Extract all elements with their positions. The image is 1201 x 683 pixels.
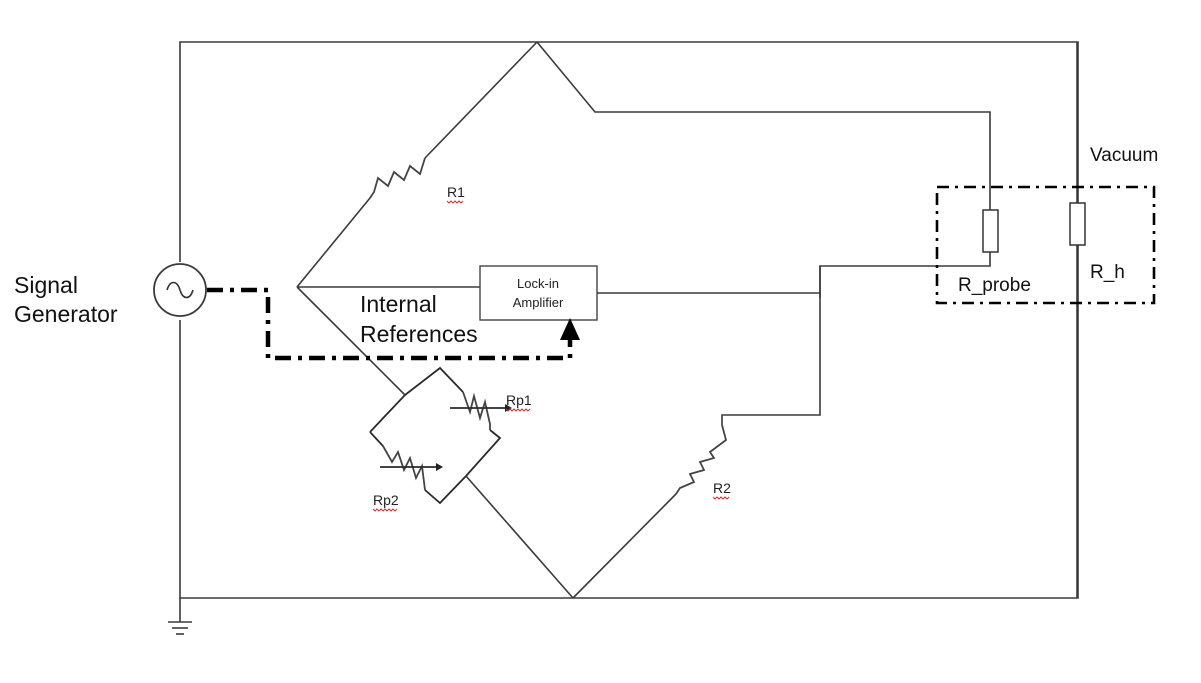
spellcheck-underlines bbox=[372, 200, 730, 512]
signal-generator-label-line2: Generator bbox=[14, 301, 118, 327]
r-h-resistor bbox=[1069, 42, 1086, 598]
wire-right-node-down bbox=[721, 266, 821, 425]
lock-in-amplifier: Lock-in Amplifier bbox=[479, 265, 598, 321]
arrowhead-rp2 bbox=[436, 463, 443, 471]
internal-references-label-line1: Internal bbox=[360, 291, 437, 317]
internal-references-label-line2: References bbox=[360, 321, 478, 347]
rp1-label: Rp1 bbox=[506, 392, 532, 408]
rp2-label: Rp2 bbox=[373, 492, 399, 508]
lock-in-label-line1: Lock-in bbox=[517, 276, 559, 291]
variable-resistor-icon bbox=[382, 445, 426, 491]
wire-left-node-to-rp bbox=[296, 286, 406, 396]
outer-wires bbox=[179, 41, 1079, 622]
r2-label: R2 bbox=[713, 480, 731, 496]
ac-source-icon bbox=[153, 263, 207, 317]
r-probe-label: R_probe bbox=[958, 275, 1031, 296]
r-probe-resistor bbox=[982, 209, 999, 253]
signal-generator-label-line1: Signal bbox=[14, 272, 78, 298]
r1-label: R1 bbox=[447, 184, 465, 200]
r-h-label: R_h bbox=[1090, 262, 1125, 283]
ground-icon bbox=[168, 621, 192, 635]
vacuum-label: Vacuum bbox=[1090, 145, 1158, 166]
resistor-icon bbox=[369, 157, 426, 199]
r1-branch bbox=[296, 41, 538, 288]
arrow-up-icon bbox=[560, 318, 580, 340]
r2-branch bbox=[572, 424, 728, 599]
lock-in-label-line2: Amplifier bbox=[513, 295, 564, 310]
internal-reference-path bbox=[207, 287, 573, 361]
wire-top-right bbox=[536, 41, 991, 210]
vacuum-enclosure bbox=[935, 185, 1156, 305]
resistor-icon bbox=[675, 424, 728, 495]
wire-rp-to-bottom-apex bbox=[465, 475, 574, 599]
rp-network bbox=[369, 366, 512, 505]
variable-resistor-icon bbox=[462, 391, 491, 430]
